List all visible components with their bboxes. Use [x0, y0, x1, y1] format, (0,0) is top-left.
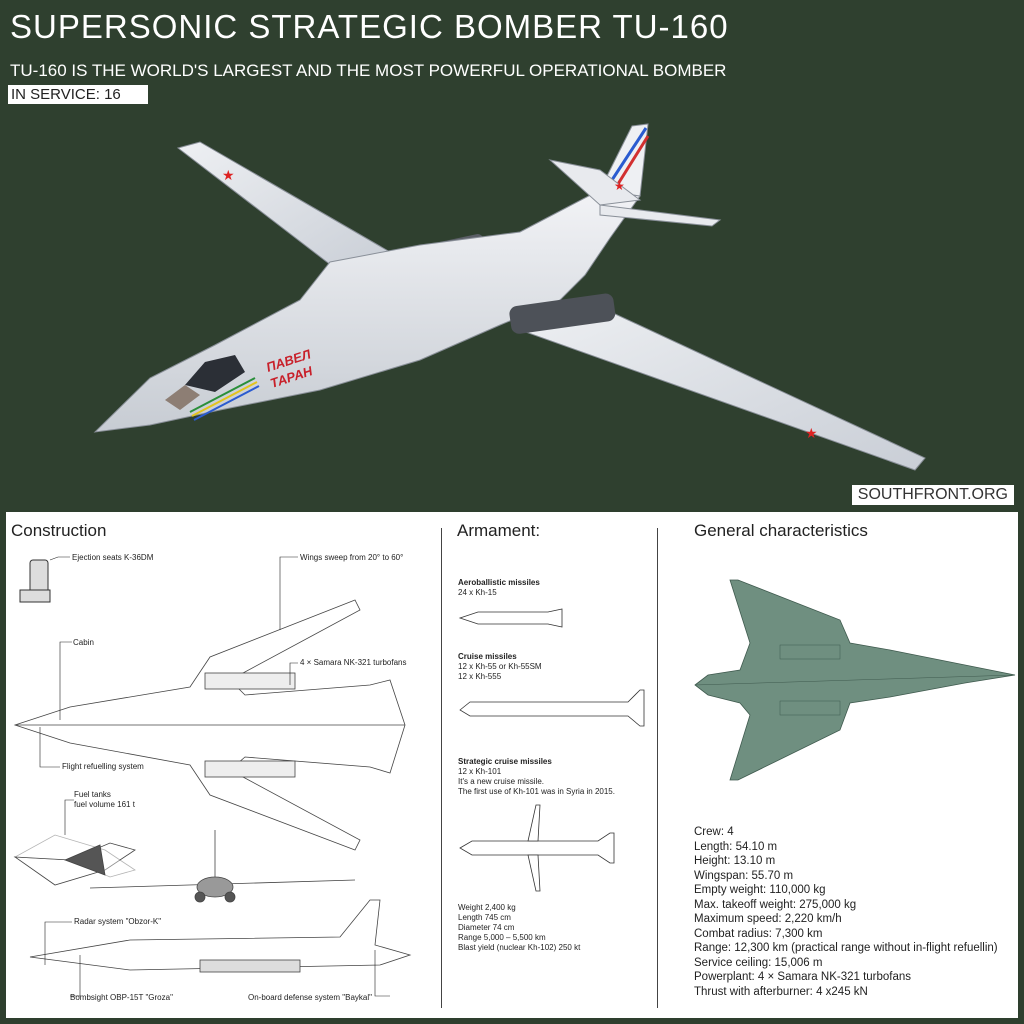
general-heading: General characteristics [694, 521, 868, 540]
kh101-specs: Weight 2,400 kg Length 745 cm Diameter 7… [458, 903, 580, 953]
spec-height: Height: 13.10 m [694, 855, 776, 867]
near-engine-nacelle [509, 293, 616, 334]
strategic-block: Strategic cruise missiles 12 x Kh-101 It… [458, 757, 615, 797]
cruise-block: Cruise missiles 12 x Kh-55 or Kh-55SM 12… [458, 652, 542, 682]
kh101-weight: Weight 2,400 kg [458, 903, 516, 912]
page-subtitle: TU-160 IS THE WORLD'S LARGEST AND THE MO… [10, 61, 727, 80]
spec-range: Range: 12,300 km (practical range withou… [694, 942, 998, 954]
cruise-count-2: 12 x Kh-555 [458, 672, 502, 681]
ejection-seat-drawing [19, 559, 51, 603]
label-wings-sweep: Wings sweep from 20° to 60° [300, 553, 404, 562]
divider-right [657, 528, 658, 1008]
aeroballistic-block: Aeroballistic missiles 24 x Kh-15 [458, 578, 540, 598]
spec-max-takeoff: Max. takeoff weight: 275,000 kg [694, 898, 857, 911]
kh101-missile-drawing [459, 804, 615, 892]
spec-wingspan: Wingspan: 55.70 m [694, 869, 794, 882]
horizontal-tail-right [599, 204, 722, 227]
label-radar: Radar system "Obzor-K" [74, 917, 162, 926]
construction-top-view [13, 556, 412, 997]
label-engines: 4 × Samara NK-321 turbofans [300, 658, 407, 667]
horizontal-tail [548, 159, 642, 206]
hero-panel: SUPERSONIC STRATEGIC BOMBER TU-160 TU-16… [0, 0, 1024, 510]
spec-ceiling: Service ceiling: 15,006 m [694, 956, 823, 969]
tu160-hero-illustration: ★ ★ ★ ПАВЕЛ ТАРАН [93, 123, 926, 471]
red-star-icon: ★ [222, 168, 235, 184]
strategic-desc-1: It's a new cruise missile. [458, 777, 544, 786]
cruise-count-1: 12 x Kh-55 or Kh-55SM [458, 662, 542, 671]
in-service-badge: IN SERVICE: 16 [8, 85, 148, 104]
far-wing [176, 141, 392, 273]
armament-heading: Armament: [457, 521, 541, 540]
spec-empty-weight: Empty weight: 110,000 kg [694, 884, 826, 896]
construction-heading: Construction [11, 521, 107, 540]
cockpit-canopy [185, 355, 245, 392]
near-wing [518, 299, 926, 471]
spec-crew: Crew: 4 [694, 826, 734, 838]
divider-left [441, 528, 442, 1008]
red-star-icon: ★ [614, 179, 625, 193]
strategic-title: Strategic cruise missiles [458, 757, 552, 766]
kh15-missile-drawing [458, 608, 563, 628]
cruise-title: Cruise missiles [458, 652, 517, 661]
strategic-count: 12 x Kh-101 [458, 767, 502, 776]
label-fuel-volume: fuel volume 161 t [74, 800, 135, 809]
tu160-top-view-drawing [694, 579, 1016, 781]
label-bombsight: Bombsight OBP-15T "Groza" [70, 993, 173, 1002]
spec-thrust: Thrust with afterburner: 4 x245 kN [694, 985, 868, 998]
aeroballistic-count: 24 x Kh-15 [458, 588, 497, 597]
strategic-desc-2: The first use of Kh-101 was in Syria in … [458, 787, 615, 796]
kh55-missile-drawing [459, 689, 645, 727]
page-title: SUPERSONIC STRATEGIC BOMBER TU-160 [10, 8, 729, 45]
kh101-range: Range 5,000 – 5,500 km [458, 933, 546, 942]
label-ejection-seats: Ejection seats K-36DM [72, 553, 154, 562]
label-cabin: Cabin [73, 638, 94, 647]
label-defense: On-board defense system "Baykal" [248, 993, 372, 1002]
info-panel [6, 512, 1018, 1018]
spec-length: Length: 54.10 m [694, 840, 778, 853]
kh101-diameter: Diameter 74 cm [458, 923, 515, 932]
label-fuel-tanks: Fuel tanks [74, 790, 111, 799]
kh101-blast: Blast yield (nuclear Kh-102) 250 kt [458, 943, 581, 952]
spec-powerplant: Powerplant: 4 × Samara NK-321 turbofans [694, 971, 912, 983]
red-star-icon: ★ [805, 426, 818, 442]
specs-list: Crew: 4 Length: 54.10 m Height: 13.10 m … [694, 825, 998, 999]
kh101-length: Length 745 cm [458, 913, 511, 922]
label-refuelling: Flight refuelling system [62, 762, 144, 771]
aeroballistic-title: Aeroballistic missiles [458, 578, 540, 587]
spec-max-speed: Maximum speed: 2,220 km/h [694, 913, 842, 925]
site-watermark: SOUTHFRONT.ORG [851, 485, 1014, 505]
spec-combat-radius: Combat radius: 7,300 km [694, 927, 823, 940]
